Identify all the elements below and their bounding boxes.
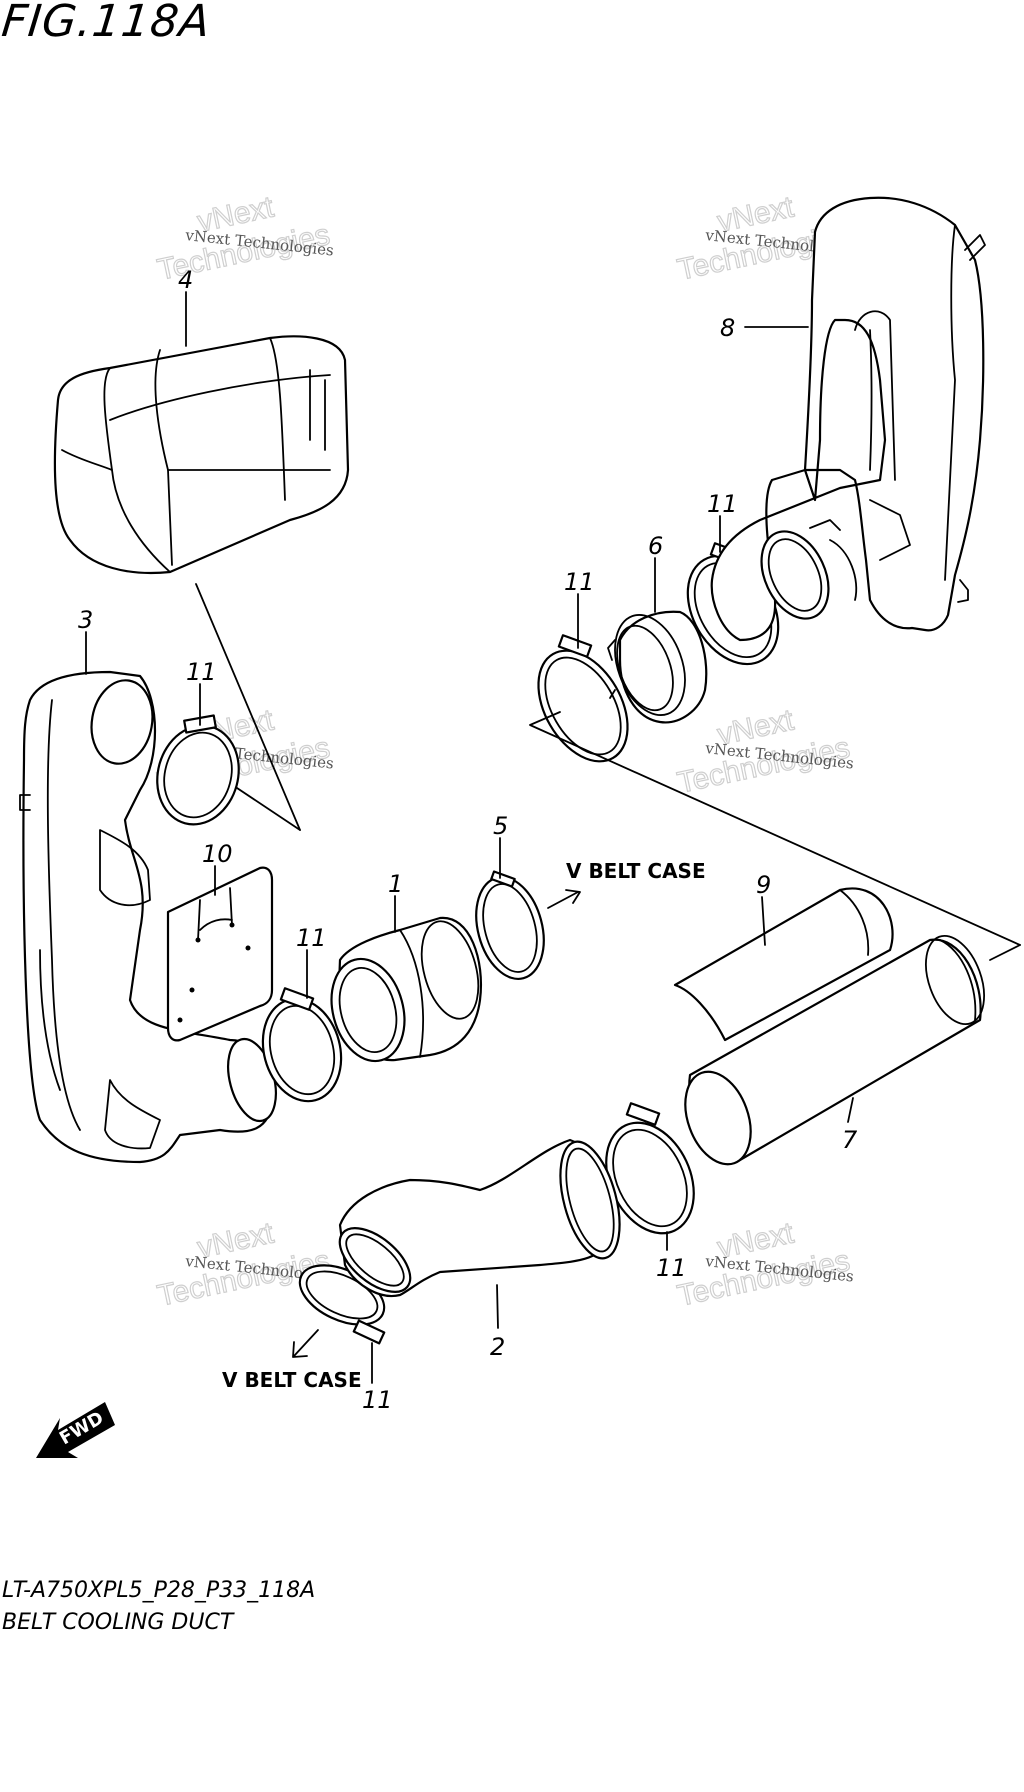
part-2-elbow (338, 1138, 621, 1298)
callout-3: 3 (78, 606, 93, 634)
part-8-duct (710, 196, 986, 642)
fwd-arrow-icon: FWD (36, 1402, 115, 1458)
leader-duct-left (529, 711, 1021, 946)
part-5-ring (475, 870, 545, 981)
callout-8: 8 (720, 314, 735, 342)
callout-10: 10 (202, 840, 233, 868)
callout-11-e: 11 (656, 1254, 687, 1282)
part-6-connector (607, 610, 708, 724)
callout-7: 7 (842, 1126, 858, 1154)
callout-11-d: 11 (707, 490, 738, 518)
model-code: LT-A750XPL5_P28_P33_118A (2, 1578, 316, 1603)
part-9-shield (673, 887, 894, 1042)
watermark-6: vNext Technologies vNext Technologies (674, 1216, 855, 1314)
part-3-duct (19, 670, 277, 1164)
callout-6: 6 (648, 532, 663, 560)
leader-duct-right (989, 944, 1021, 961)
callout-11-b: 11 (296, 924, 327, 952)
part-11-clamp-a (156, 714, 240, 826)
label-vbelt-case-top: V BELT CASE (566, 859, 706, 883)
callout-9: 9 (756, 871, 771, 899)
label-vbelt-case-bottom: V BELT CASE (222, 1368, 362, 1392)
callout-2: 2 (490, 1333, 505, 1361)
callout-1: 1 (388, 870, 403, 898)
part-4-cover (53, 335, 350, 575)
watermark-4: vNext Technologies vNext Technologies (674, 703, 855, 801)
callout-5: 5 (493, 812, 508, 840)
callout-11-f: 11 (362, 1386, 393, 1414)
figure-description: BELT COOLING DUCT (2, 1610, 234, 1635)
part-11-clamp-b (261, 987, 343, 1103)
part-10-seal (166, 866, 274, 1042)
callout-11-c: 11 (564, 568, 595, 596)
callout-11-a: 11 (186, 658, 217, 686)
leader-cover-to-seal (195, 583, 301, 831)
part-1-coupling (330, 916, 482, 1063)
part-11-clamp-c (537, 634, 629, 763)
arrow-vbelt-bottom (292, 1329, 319, 1358)
callout-4: 4 (178, 266, 193, 294)
part-7-tube (684, 934, 985, 1166)
arrow-vbelt-top (547, 889, 581, 909)
